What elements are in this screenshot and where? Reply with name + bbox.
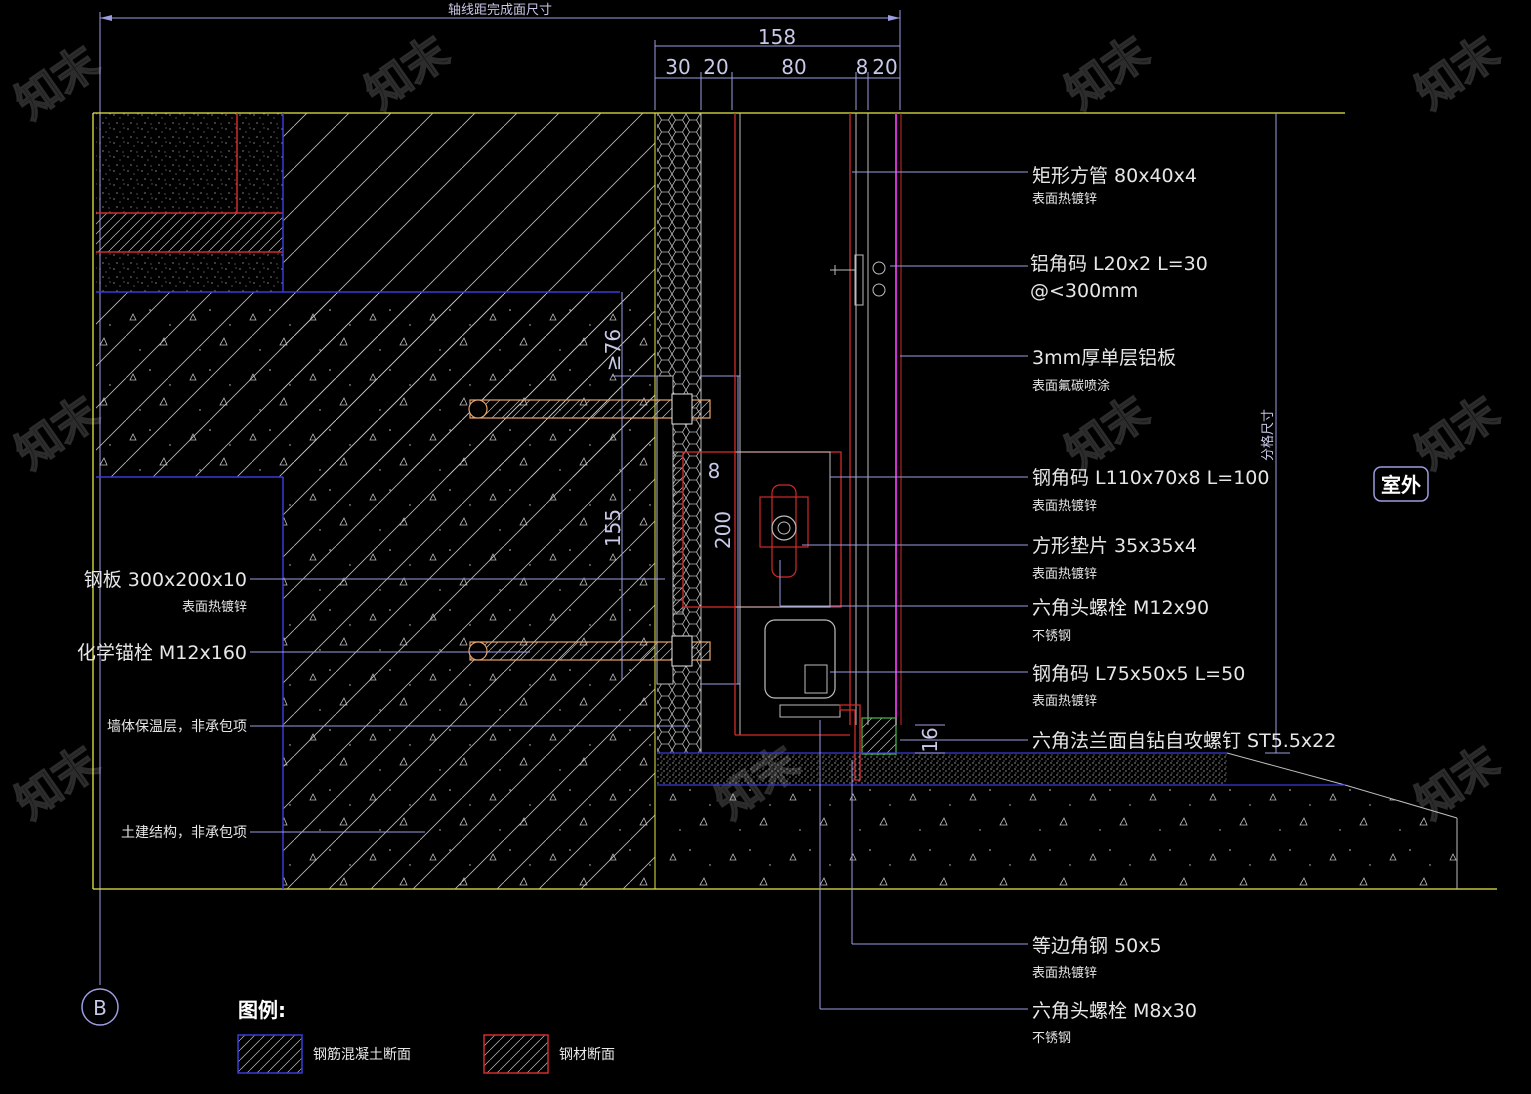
label-chem-anchor: 化学锚栓 M12x160: [77, 642, 247, 664]
dimension-chain: [654, 40, 900, 110]
label-equal-angle: 等边角钢 50x5: [1032, 935, 1162, 957]
label-steel-angle-75: 钢角码 L75x50x5 L=50: [1032, 663, 1245, 685]
floor: [657, 752, 1458, 889]
label-steel-plate: 钢板 300x200x10: [84, 569, 247, 591]
right-leaders: [779, 171, 1028, 1010]
plate-dimensions: [612, 292, 740, 685]
label-al-angle-sub: @<300mm: [1030, 280, 1138, 302]
axis-bubble: [81, 988, 119, 1026]
dim-30: 30: [665, 55, 690, 79]
watermark: 知末: [1407, 387, 1508, 479]
legend-steel-swatch: [483, 1034, 549, 1074]
label-hex-bolt-m8: 六角头螺栓 M8x30: [1032, 1000, 1197, 1022]
label-square-washer: 方形垫片 35x35x4: [1032, 535, 1197, 557]
label-rect-tube: 矩形方管 80x40x4: [1032, 165, 1197, 187]
label-insulation: 墙体保温层，非承包项: [107, 719, 247, 735]
legend-concrete: 钢筋混凝土断面: [313, 1046, 411, 1063]
dim-200: 200: [711, 511, 735, 549]
chemical-anchor-bottom: [468, 635, 711, 667]
watermark: 知末: [1407, 27, 1508, 119]
dim-158: 158: [758, 25, 796, 49]
label-steel-angle-110: 钢角码 L110x70x8 L=100: [1032, 467, 1269, 489]
left-leaders: [250, 578, 690, 833]
al-angle-clip: [830, 254, 886, 306]
watermark: 知末: [1057, 387, 1158, 479]
label-steel-angle-75-sub: 表面热镀锌: [1032, 693, 1097, 709]
axis-label: B: [93, 996, 107, 1020]
outdoor-label: 室外: [1381, 473, 1421, 497]
legend-title: 图例:: [238, 998, 286, 1022]
label-hex-bolt-m12-sub: 不锈钢: [1032, 629, 1071, 644]
dim-ge76: ≥76: [601, 329, 625, 371]
structure-concrete: [96, 113, 656, 889]
dim-20b: 20: [872, 55, 897, 79]
watermark: 知末: [357, 27, 458, 119]
dim-80: 80: [781, 55, 806, 79]
dim-floor-height: 分格尺寸: [1260, 409, 1276, 461]
label-al-panel-sub: 表面氟碳喷涂: [1032, 378, 1110, 394]
dim-8b: 8: [708, 459, 721, 483]
label-self-tap-screw: 六角法兰面自钻自攻螺钉 ST5.5x22: [1032, 730, 1336, 752]
floor-height-dimension: [1265, 113, 1290, 754]
rect-tube: [734, 113, 857, 736]
label-equal-angle-sub: 表面热镀锌: [1032, 965, 1097, 981]
dim-8: 8: [856, 55, 869, 79]
label-steel-angle-110-sub: 表面热镀锌: [1032, 498, 1097, 514]
chemical-anchor-top: [468, 393, 711, 425]
label-al-angle: 铝角码 L20x2 L=30: [1030, 253, 1208, 275]
label-rect-tube-sub: 表面热镀锌: [1032, 191, 1097, 207]
legend-steel: 钢材断面: [559, 1047, 615, 1063]
dim-20a: 20: [703, 55, 728, 79]
label-square-washer-sub: 表面热镀锌: [1032, 566, 1097, 582]
label-al-panel: 3mm厚单层铝板: [1032, 347, 1176, 369]
overall-dimension: 轴线距完成面尺寸: [100, 3, 901, 110]
steel-plate: [656, 375, 674, 685]
label-hex-bolt-m8-sub: 不锈钢: [1032, 1031, 1071, 1046]
legend-concrete-swatch: [237, 1034, 303, 1074]
label-steel-plate-sub: 表面热镀锌: [182, 599, 247, 615]
label-structure: 土建结构，非承包项: [121, 825, 247, 841]
dim-155: 155: [601, 509, 625, 547]
watermark: 知末: [1057, 27, 1158, 119]
legend: 图例: 钢筋混凝土断面 钢材断面: [237, 998, 615, 1074]
label-hex-bolt-m12: 六角头螺栓 M12x90: [1032, 597, 1209, 619]
outdoor-badge: [1373, 466, 1429, 502]
dim-axis-to-finish: 轴线距完成面尺寸: [448, 3, 552, 18]
